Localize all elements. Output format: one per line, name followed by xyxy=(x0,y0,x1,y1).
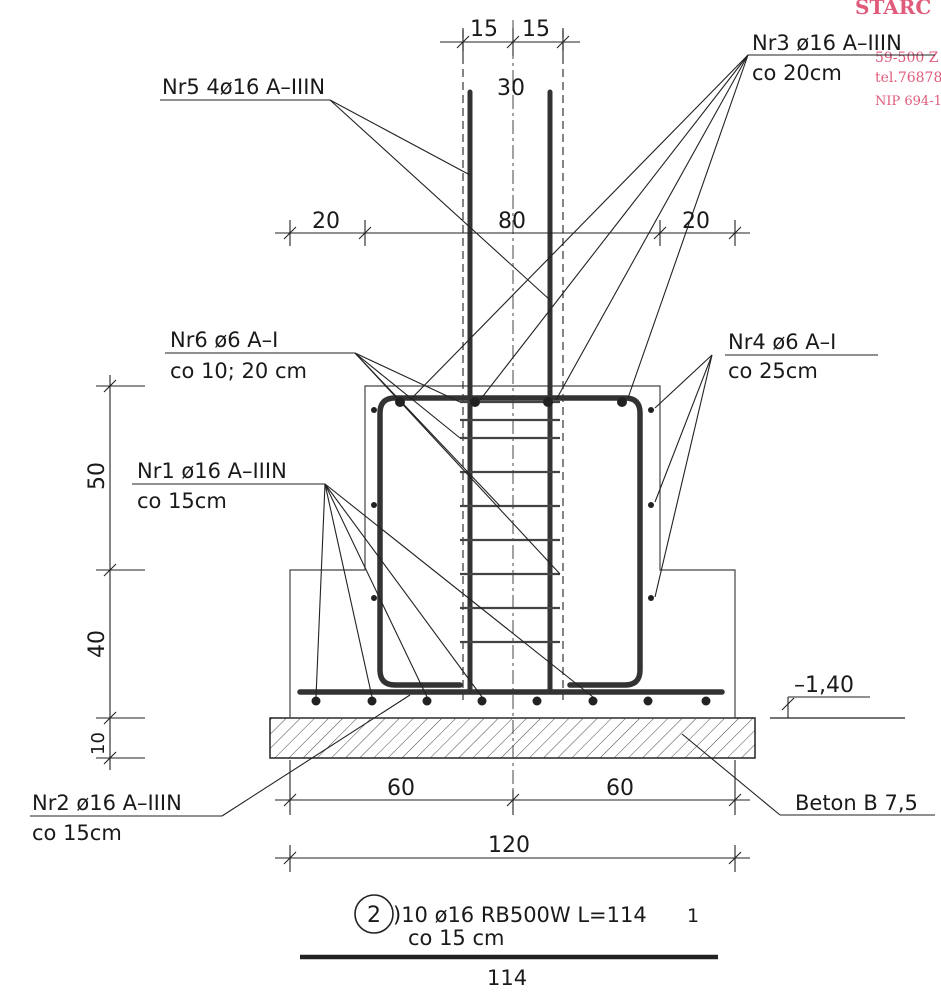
dim-pedestal: 80 xyxy=(498,209,526,234)
dim-height-lower: 40 xyxy=(85,630,110,658)
dim-right-offset: 20 xyxy=(682,209,710,234)
dim-height-upper: 50 xyxy=(85,462,110,490)
stamp-line-4: NIP 694-1 xyxy=(875,94,941,109)
label-nr1-line1: Nr1 ø16 A–IIIN xyxy=(137,459,287,483)
footing-outline xyxy=(289,385,736,719)
label-nr1-line2: co 15cm xyxy=(137,489,227,513)
label-nr6-line2: co 10; 20 cm xyxy=(170,359,307,383)
label-beton: Beton B 7,5 xyxy=(795,791,918,815)
level-mark: –1,40 xyxy=(794,673,854,698)
dim-height-lean: 10 xyxy=(88,732,109,755)
schedule-length: 114 xyxy=(487,966,527,990)
label-nr4-line1: Nr4 ø6 A–I xyxy=(728,330,836,354)
dimension-lines xyxy=(96,28,870,872)
dim-total: 120 xyxy=(488,833,530,858)
dim-col-width: 30 xyxy=(497,76,525,101)
label-nr6-line1: Nr6 ø6 A–I xyxy=(170,328,278,352)
dim-left-offset: 20 xyxy=(312,209,340,234)
rebar-nr4-sections xyxy=(371,407,654,601)
schedule-mark-circle xyxy=(354,894,394,934)
schedule-mark: 2 xyxy=(367,903,381,928)
rebar-nr5-starters xyxy=(467,89,553,693)
rebar-nr3-cage xyxy=(377,395,643,688)
rebar-nr1-sections xyxy=(311,696,711,706)
schedule-line-1: )10 ø16 RB500W L=114 xyxy=(393,903,647,927)
dim-half-right: 60 xyxy=(606,776,634,801)
label-nr3-line1: Nr3 ø16 A–IIIN xyxy=(752,31,902,55)
bar-schedule: 2 )10 ø16 RB500W L=114 1 co 15 cm 114 xyxy=(300,894,718,990)
schedule-line-2: co 15 cm xyxy=(408,926,504,950)
label-nr2-line1: Nr2 ø16 A–IIIN xyxy=(32,791,182,815)
stamp-line-2: 59-500 Z xyxy=(875,50,939,66)
dim-col-right: 15 xyxy=(522,17,550,42)
dim-col-left: 15 xyxy=(470,17,498,42)
label-nr5: Nr5 4ø16 A–IIIN xyxy=(162,75,325,99)
stamp-line-1: STARC xyxy=(855,0,931,19)
rebar-labels: Nr5 4ø16 A–IIIN Nr3 ø16 A–IIIN co 20cm N… xyxy=(32,31,918,845)
dimension-texts: 15 15 30 20 80 20 50 40 10 60 60 120 –1,… xyxy=(85,17,854,858)
label-nr3-line2: co 20cm xyxy=(752,61,842,85)
dim-half-left: 60 xyxy=(387,776,415,801)
leader-lines xyxy=(30,54,935,817)
label-nr2-line2: co 15cm xyxy=(32,821,122,845)
stamp-line-3: tel.76878 xyxy=(875,70,941,86)
rebar-nr6-stirrups xyxy=(460,400,560,644)
column-outline xyxy=(462,30,564,700)
label-nr4-line2: co 25cm xyxy=(728,359,818,383)
schedule-count-suffix: 1 xyxy=(687,905,699,927)
company-stamp: STARC 59-500 Z tel.76878 NIP 694-1 xyxy=(855,0,941,109)
